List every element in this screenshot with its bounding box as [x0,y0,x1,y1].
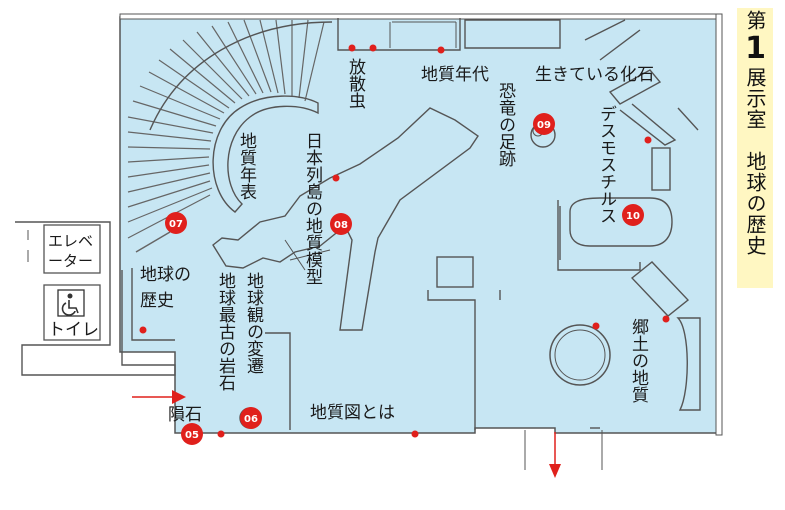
marker-dots [139,44,670,438]
marker-dot [662,315,670,323]
marker-dot [139,326,147,334]
marker-05[interactable]: 05 [181,423,203,445]
label-living-fossils: 生きている化石 [535,65,654,85]
round-exhibit-outer [549,324,611,386]
radiolarian-case [337,18,561,51]
elevator-box [43,224,101,274]
marker-dot [411,430,419,438]
title-suffix: 展示室 [743,67,767,130]
label-desmostylus: デスモスチルス [596,105,616,224]
marker-10[interactable]: 10 [622,204,644,226]
marker-07[interactable]: 07 [165,212,187,234]
label-geo-map: 地質図とは [310,403,395,423]
round-exhibit-inner [554,329,606,381]
label-meteorite: 隕石 [168,405,202,425]
local-geo-wall [676,317,701,411]
svg-text:10: 10 [626,211,640,222]
label-japan-model: 日本列島の地質模型 [302,132,323,285]
title-subtitle: 地球の歴史 [743,151,767,256]
top-wall [119,13,721,20]
marker-dot [592,322,600,330]
timeline-outer-arc [149,21,333,131]
label-elevator-1: エレベ [48,232,93,250]
desmostylus-platform [569,197,673,247]
marker-06[interactable]: 06 [240,407,262,429]
divider-line [135,231,171,253]
svg-text:08: 08 [334,220,348,231]
marker-dot [348,44,356,52]
marker-08[interactable]: 08 [330,213,352,235]
local-geo-case [630,261,690,317]
exit-arrow [524,430,603,478]
central-partitions [265,256,600,430]
title-prefix: 第 [743,10,767,31]
left-annex [15,221,176,376]
label-earth-view: 地球観の変遷 [243,272,264,374]
label-toilet: トイレ [48,320,99,340]
label-radiolarian: 放散虫 [345,58,366,109]
label-local-geo: 郷土の地質 [628,318,649,403]
label-geo-table: 地質年表 [236,132,257,200]
label-dino-footprints: 恐竜の足跡 [495,82,516,168]
marker-dot [437,46,445,54]
svg-text:05: 05 [185,430,199,441]
label-earth-history-1: 地球の [140,265,191,285]
svg-text:06: 06 [244,414,258,425]
label-geo-age-top: 地質年代 [421,65,489,85]
label-earth-history-2: 歴史 [140,291,174,311]
title-number: 1 [738,31,773,67]
entrance-arrow [132,390,186,404]
label-elevator-2: ーター [48,252,93,270]
marker-dot [332,174,340,182]
label-oldest-rock: 地球最古の岩石 [215,272,236,391]
right-wall [715,13,723,436]
marker-dot [644,136,652,144]
marker-dot [369,44,377,52]
svg-text:07: 07 [169,219,183,230]
title-panel [737,8,773,288]
svg-text:09: 09 [537,120,551,131]
marker-09[interactable]: 09 [533,113,555,135]
geo-timeline-fan [127,19,325,239]
living-fossils-cases [584,19,699,191]
room-title: 第1展示室 地球の歴史 [737,10,773,256]
earth-history-wall [131,268,175,341]
timeline-inner-wall [212,95,319,213]
japan-model-wall [212,107,479,331]
marker-dot [217,430,225,438]
